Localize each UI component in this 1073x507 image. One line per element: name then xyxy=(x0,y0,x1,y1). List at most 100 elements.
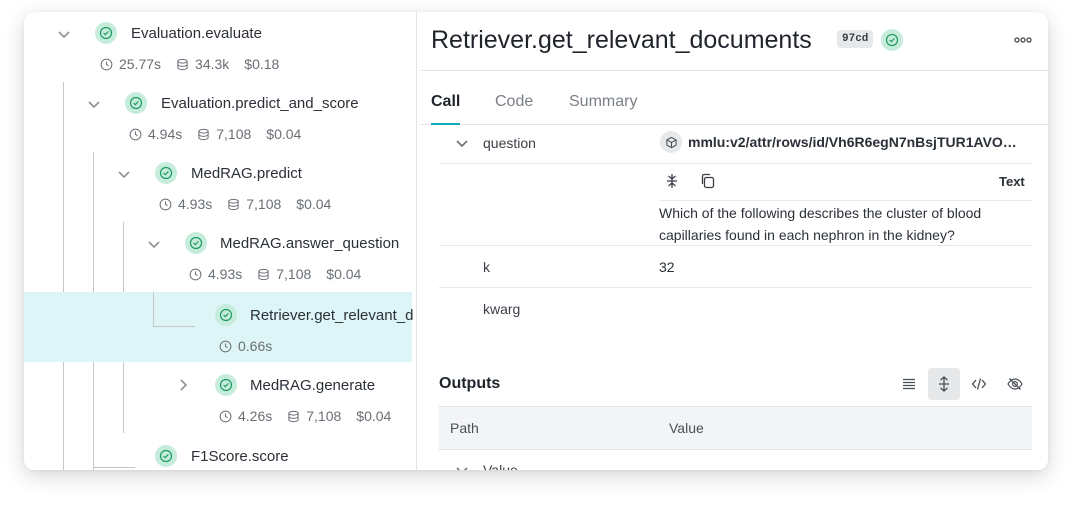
trace-node-f1score-score[interactable]: F1Score.score xyxy=(24,432,416,470)
clock-icon xyxy=(129,128,142,140)
question-object-ref-link[interactable]: mmlu:v2/attr/rows/id/Vh6R6egN7nBsjTUR1AV… xyxy=(688,134,1017,150)
latency-value: 4.94s xyxy=(148,126,183,142)
more-options-icon[interactable] xyxy=(1013,34,1033,46)
cost-value: $0.18 xyxy=(244,56,280,72)
trace-node-evaluation-evaluate[interactable]: Evaluation.evaluate 25.77s 34.3k $0.18 xyxy=(24,12,416,82)
call-detail-panel: Retriever.get_relevant_documents 97cd Ca… xyxy=(417,12,1048,470)
database-icon xyxy=(198,128,209,140)
trace-node-retriever-selected[interactable]: Retriever.get_relevant_d 0.66s xyxy=(24,292,414,362)
cost-value: $0.04 xyxy=(266,126,302,142)
chevron-down-icon[interactable] xyxy=(145,235,163,253)
clock-icon xyxy=(159,198,172,210)
trace-node-medrag-predict[interactable]: MedRAG.predict 4.93s 7,108 $0.04 xyxy=(24,152,416,222)
cost-value: $0.04 xyxy=(296,196,332,212)
tree-guide-line xyxy=(63,82,64,470)
chevron-down-icon[interactable] xyxy=(85,95,103,113)
latency-value: 4.93s xyxy=(208,266,243,282)
tree-guide-line xyxy=(153,292,154,326)
database-icon xyxy=(288,410,299,422)
database-icon xyxy=(228,198,239,210)
chevron-down-icon[interactable] xyxy=(115,165,133,183)
question-text-value: Which of the following describes the clu… xyxy=(659,205,982,243)
trace-node-name: Evaluation.predict_and_score xyxy=(161,95,359,112)
token-count: 7,108 xyxy=(216,126,252,142)
cost-value: $0.04 xyxy=(356,408,392,424)
trace-node-name: Retriever.get_relevant_d xyxy=(250,307,414,324)
row-divider xyxy=(659,200,1032,201)
success-check-icon xyxy=(155,162,177,184)
latency-value: 4.93s xyxy=(178,196,213,212)
cube-icon xyxy=(660,131,682,153)
expand-vertical-icon xyxy=(939,376,949,392)
tab-code[interactable]: Code xyxy=(495,93,534,110)
success-check-icon xyxy=(125,92,147,114)
token-count: 7,108 xyxy=(306,408,342,424)
trace-node-stats: 4.93s 7,108 $0.04 xyxy=(189,266,376,282)
copy-icon[interactable] xyxy=(699,172,717,190)
trace-panel-card: Evaluation.evaluate 25.77s 34.3k $0.18 E… xyxy=(24,12,1048,470)
success-check-icon xyxy=(215,304,237,326)
token-count: 34.3k xyxy=(195,56,230,72)
chevron-down-icon[interactable] xyxy=(55,25,73,43)
clock-icon xyxy=(219,410,232,422)
trace-node-stats: 4.26s 7,108 $0.04 xyxy=(219,408,406,424)
success-check-icon xyxy=(215,374,237,396)
trace-tree: Evaluation.evaluate 25.77s 34.3k $0.18 E… xyxy=(24,12,416,470)
database-icon xyxy=(177,58,188,70)
active-tab-indicator xyxy=(431,123,460,125)
tabs-divider xyxy=(421,124,1048,125)
trace-node-stats: 4.94s 7,108 $0.04 xyxy=(129,126,316,142)
trace-node-name: F1Score.score xyxy=(191,448,289,465)
eye-off-icon xyxy=(1007,378,1023,390)
list-view-button[interactable] xyxy=(893,368,925,400)
trace-node-medrag-answer-question[interactable]: MedRAG.answer_question 4.93s 7,108 $0.04 xyxy=(24,222,416,292)
latency-value: 0.66s xyxy=(238,338,273,354)
chevron-down-icon[interactable] xyxy=(453,461,471,470)
trace-node-name: MedRAG.generate xyxy=(250,377,376,394)
success-check-icon xyxy=(155,445,177,467)
panel-divider[interactable] xyxy=(416,12,417,470)
latency-value: 4.26s xyxy=(238,408,273,424)
tree-guide-line xyxy=(93,467,135,468)
clock-icon xyxy=(189,268,202,280)
chevron-down-icon[interactable] xyxy=(453,134,471,152)
trace-node-stats: 0.66s xyxy=(219,338,287,354)
success-check-icon xyxy=(95,22,117,44)
call-id-badge[interactable]: 97cd xyxy=(837,30,874,48)
cost-value: $0.04 xyxy=(326,266,362,282)
trace-node-medrag-generate[interactable]: MedRAG.generate 4.26s 7,108 $0.04 xyxy=(24,362,416,432)
input-key-question: question xyxy=(483,135,536,151)
trace-node-evaluation-predict-and-score[interactable]: Evaluation.predict_and_score 4.94s 7,108… xyxy=(24,82,416,152)
tab-summary[interactable]: Summary xyxy=(569,93,638,110)
expand-rows-button[interactable] xyxy=(928,368,960,400)
trace-node-stats: 4.93s 7,108 $0.04 xyxy=(159,196,346,212)
output-row-label: Value xyxy=(483,462,518,470)
row-divider xyxy=(439,287,1032,288)
outputs-table-header: Path Value xyxy=(439,406,1032,450)
input-key-kwarg: kwarg xyxy=(483,301,521,317)
row-divider xyxy=(439,163,1032,164)
token-count: 7,108 xyxy=(246,196,282,212)
call-title: Retriever.get_relevant_documents xyxy=(431,26,812,54)
tab-call[interactable]: Call xyxy=(431,93,461,110)
code-view-button[interactable] xyxy=(963,368,995,400)
column-header-value[interactable]: Value xyxy=(669,420,704,436)
header-divider xyxy=(421,70,1048,71)
outputs-heading: Outputs xyxy=(439,375,501,392)
trace-node-name: Evaluation.evaluate xyxy=(131,25,262,42)
success-check-icon xyxy=(881,29,903,51)
trace-node-name: MedRAG.predict xyxy=(191,165,302,182)
row-divider xyxy=(439,245,1032,246)
chevron-right-icon[interactable] xyxy=(174,376,192,394)
column-header-path[interactable]: Path xyxy=(450,420,479,436)
text-format-label: Text xyxy=(999,174,1025,189)
trace-node-stats: 25.77s 34.3k $0.18 xyxy=(100,56,294,72)
input-value-k: 32 xyxy=(659,259,675,275)
clock-icon xyxy=(100,58,113,70)
hide-button[interactable] xyxy=(999,368,1031,400)
collapse-icon[interactable] xyxy=(663,172,681,190)
trace-node-name: MedRAG.answer_question xyxy=(220,235,400,252)
database-icon xyxy=(258,268,269,280)
tree-guide-line xyxy=(153,326,195,327)
list-icon xyxy=(903,378,915,390)
